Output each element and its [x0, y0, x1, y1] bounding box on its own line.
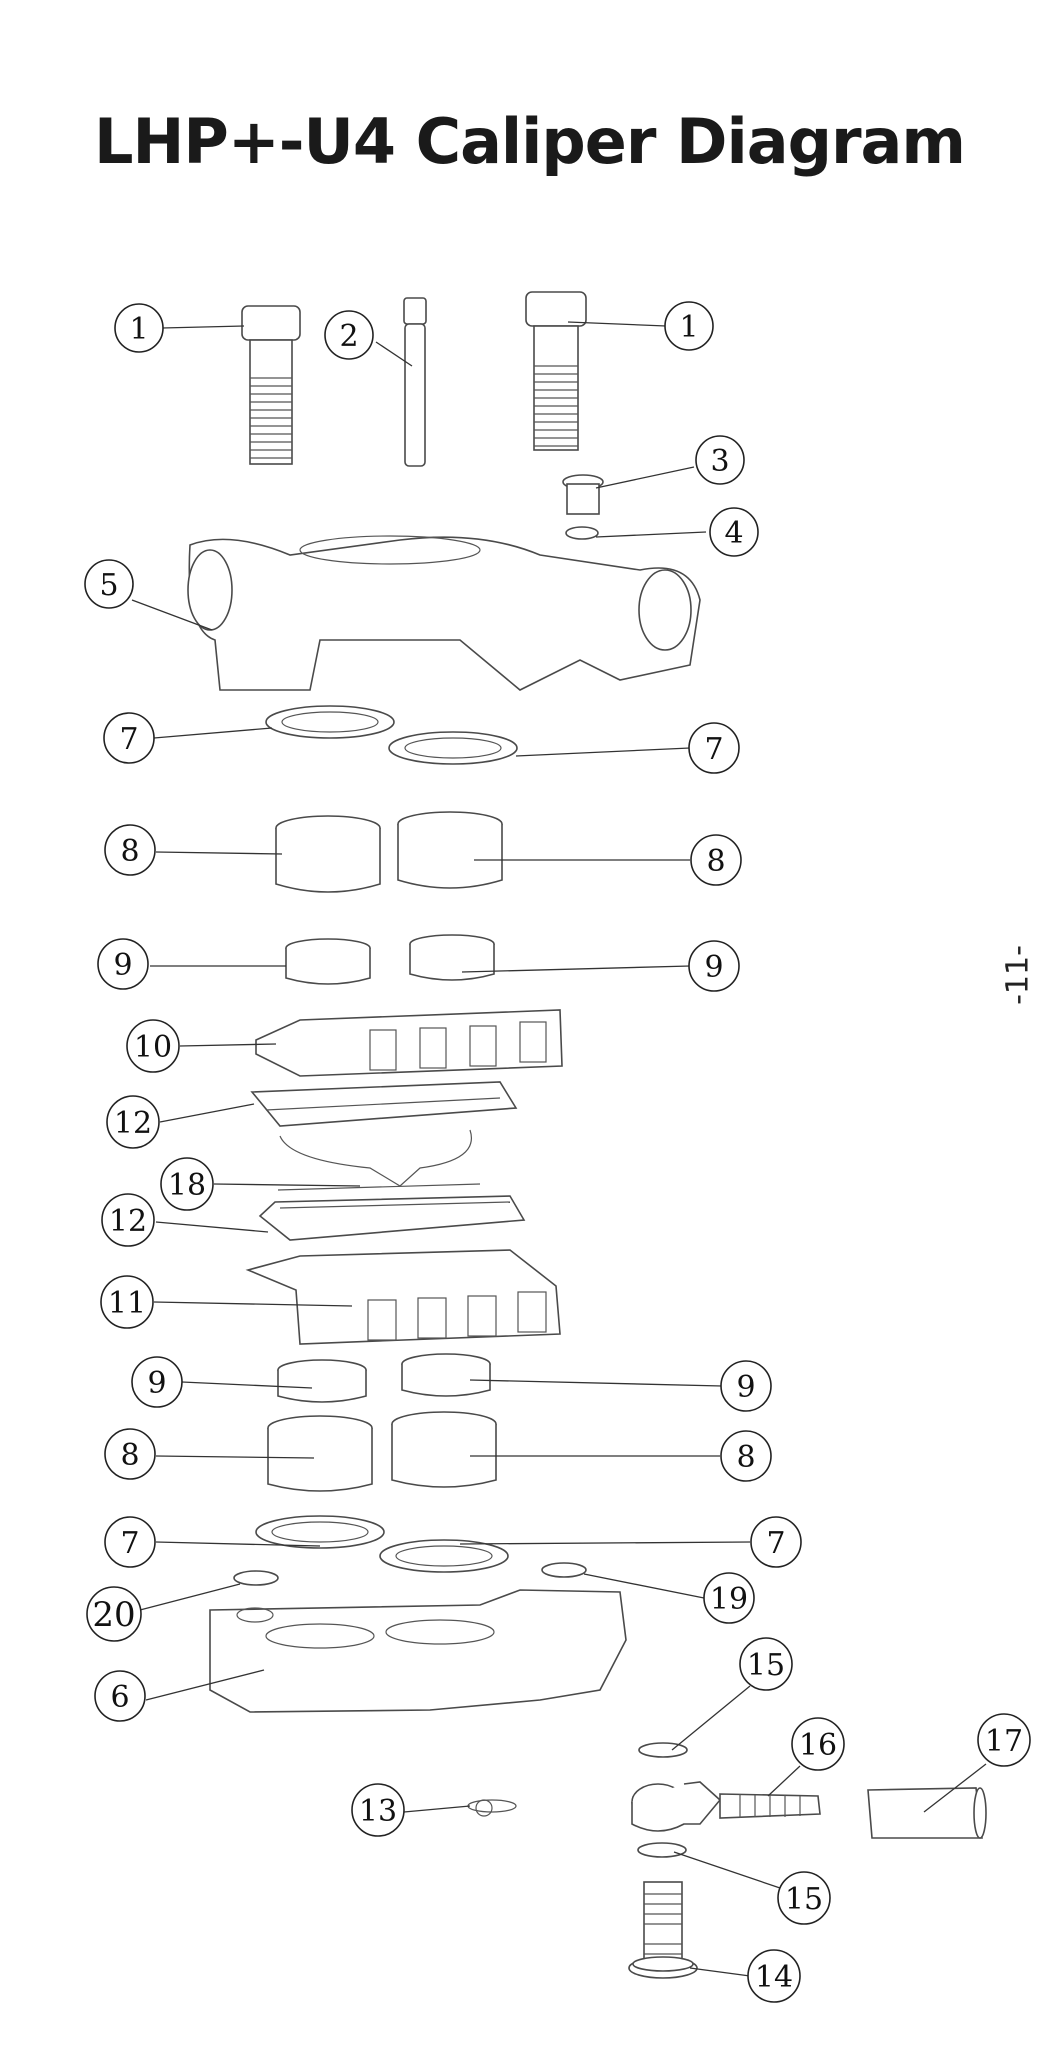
- callout-7d: 7: [750, 1516, 802, 1568]
- bleed-screw: [562, 474, 604, 515]
- callout-label: 18: [168, 1168, 206, 1203]
- callout-label: 15: [785, 1882, 823, 1917]
- banjo-washer-lower: [637, 1842, 687, 1858]
- pistons-lower: [267, 1411, 497, 1492]
- heat-sink-upper: [255, 1009, 563, 1077]
- caliper-body-lower: [209, 1589, 627, 1713]
- callout-label: 9: [736, 1370, 755, 1405]
- callout-label: 15: [747, 1648, 785, 1683]
- callout-label: 10: [134, 1030, 172, 1065]
- callout-label: 8: [120, 834, 139, 869]
- callout-label: 9: [147, 1366, 166, 1401]
- callout-label: 20: [92, 1595, 135, 1635]
- callout-label: 1: [129, 312, 148, 347]
- clip: [467, 1799, 517, 1817]
- callout-13: 13: [351, 1783, 405, 1837]
- callout-8c: 8: [104, 1428, 156, 1480]
- callout-12b: 12: [101, 1193, 155, 1247]
- banjo-washer-upper: [638, 1742, 688, 1758]
- callout-20: 20: [86, 1586, 142, 1642]
- callout-label: 11: [108, 1286, 146, 1321]
- o-rings-small: [233, 1562, 587, 1586]
- callout-label: 1: [679, 310, 698, 345]
- seal-rings-lower: [255, 1515, 509, 1573]
- callout-19: 19: [703, 1572, 755, 1624]
- callout-18: 18: [160, 1157, 214, 1211]
- hose-sleeve: [867, 1787, 987, 1839]
- page-number: -11-: [1000, 945, 1036, 1005]
- callout-8d: 8: [720, 1430, 772, 1482]
- callout-label: 8: [706, 844, 725, 879]
- callout-3: 3: [695, 435, 745, 485]
- callout-label: 14: [755, 1960, 793, 1995]
- callout-label: 2: [339, 319, 358, 354]
- callout-label: 9: [704, 950, 723, 985]
- callout-5: 5: [84, 559, 134, 609]
- callout-7b: 7: [688, 722, 740, 774]
- callout-9b: 9: [688, 940, 740, 992]
- callout-label: 6: [110, 1680, 129, 1715]
- callout-17: 17: [977, 1713, 1031, 1767]
- callout-label: 8: [120, 1438, 139, 1473]
- callout-14: 14: [747, 1949, 801, 2003]
- callout-4: 4: [709, 507, 759, 557]
- callout-15a: 15: [739, 1637, 793, 1691]
- pistons-upper: [275, 811, 503, 893]
- callout-label: 8: [736, 1440, 755, 1475]
- banjo-fitting: [631, 1781, 821, 1832]
- pad-spring: [277, 1129, 481, 1191]
- piston-caps-upper: [285, 934, 495, 985]
- callout-label: 19: [710, 1582, 748, 1617]
- callout-16: 16: [791, 1717, 845, 1771]
- brake-pad-upper: [250, 1081, 518, 1127]
- banjo-bolt: [628, 1881, 698, 1979]
- callout-label: 7: [119, 722, 138, 757]
- callout-label: 5: [99, 568, 118, 603]
- callout-label: 3: [710, 444, 729, 479]
- seal-rings-upper: [265, 705, 518, 765]
- callout-1b: 1: [664, 301, 714, 351]
- page-title: LHP+-U4 Caliper Diagram: [94, 105, 966, 178]
- callout-11: 11: [100, 1275, 154, 1329]
- leader-lines: [131, 321, 987, 1977]
- callout-9c: 9: [131, 1356, 183, 1408]
- callout-label: 13: [359, 1794, 397, 1829]
- caliper-body-upper: [187, 535, 701, 691]
- heat-sink-lower: [245, 1249, 561, 1345]
- bolt-right: [525, 291, 587, 451]
- bolt-left: [241, 305, 301, 465]
- callout-label: 12: [114, 1106, 152, 1141]
- callout-label: 7: [704, 732, 723, 767]
- callout-10: 10: [126, 1019, 180, 1073]
- piston-caps-lower: [277, 1353, 491, 1403]
- callout-7c: 7: [104, 1516, 156, 1568]
- pin: [403, 297, 427, 467]
- callout-8b: 8: [690, 834, 742, 886]
- callout-8a: 8: [104, 824, 156, 876]
- callout-7a: 7: [103, 712, 155, 764]
- callout-label: 7: [120, 1526, 139, 1561]
- callout-label: 9: [113, 948, 132, 983]
- callout-6: 6: [94, 1670, 146, 1722]
- callout-9a: 9: [97, 938, 149, 990]
- callout-15b: 15: [777, 1871, 831, 1925]
- callout-label: 4: [724, 516, 743, 551]
- callout-2: 2: [324, 310, 374, 360]
- callout-label: 7: [766, 1526, 785, 1561]
- callout-label: 17: [985, 1724, 1023, 1759]
- callout-label: 16: [799, 1728, 837, 1763]
- callout-12a: 12: [106, 1095, 160, 1149]
- callout-9d: 9: [720, 1360, 772, 1412]
- callout-label: 12: [109, 1204, 147, 1239]
- brake-pad-lower: [258, 1195, 526, 1241]
- bleed-o-ring: [565, 526, 599, 540]
- callout-1a: 1: [114, 303, 164, 353]
